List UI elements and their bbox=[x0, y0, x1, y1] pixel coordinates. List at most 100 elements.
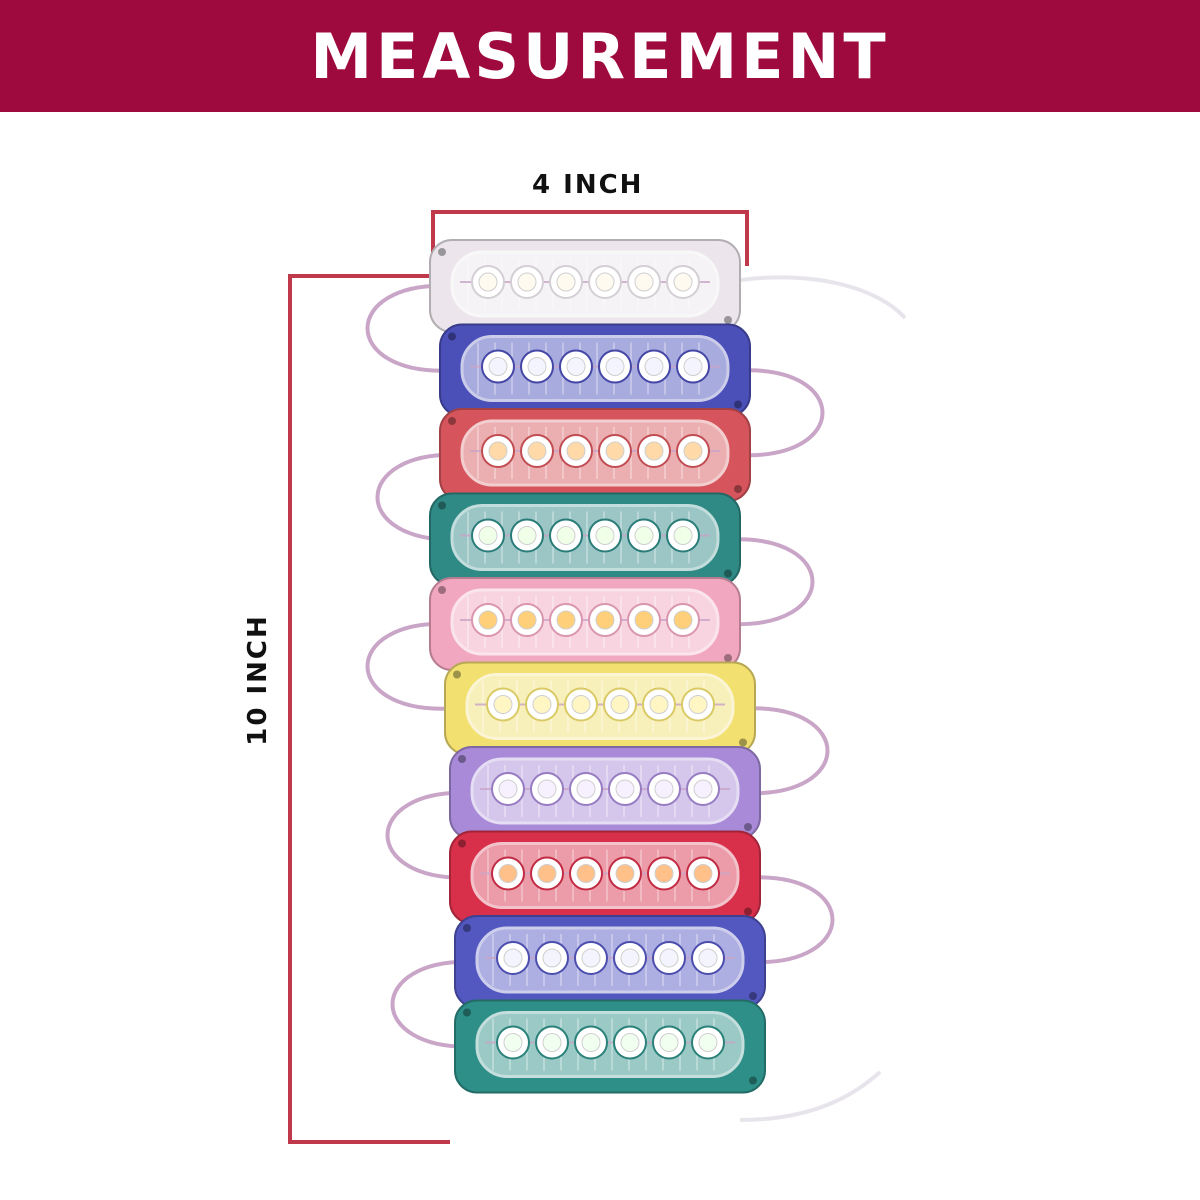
led-module bbox=[429, 577, 741, 671]
wire-loop bbox=[749, 875, 835, 965]
led-chip bbox=[659, 1033, 679, 1052]
led-chip bbox=[654, 779, 674, 799]
led-chip bbox=[493, 695, 513, 714]
led-module bbox=[454, 999, 766, 1094]
led-chip bbox=[644, 357, 664, 376]
led-chip bbox=[634, 526, 654, 545]
led-chip bbox=[488, 441, 508, 461]
led-module bbox=[449, 746, 761, 840]
led-module bbox=[429, 239, 741, 333]
width-dimension-bracket bbox=[431, 210, 749, 266]
wire-loop bbox=[390, 959, 476, 1049]
led-chip bbox=[576, 864, 596, 883]
led-chip bbox=[654, 864, 674, 883]
mounting-hole bbox=[734, 400, 742, 409]
mounting-hole bbox=[438, 248, 446, 256]
led-chip bbox=[517, 272, 537, 292]
mounting-hole bbox=[453, 670, 461, 679]
led-module bbox=[439, 323, 751, 418]
wire-loop bbox=[729, 537, 815, 627]
led-chip bbox=[634, 272, 654, 292]
mounting-hole bbox=[438, 501, 446, 510]
led-chip bbox=[542, 1033, 562, 1052]
led-module bbox=[439, 408, 751, 502]
mounting-hole bbox=[448, 417, 456, 425]
mounting-hole bbox=[458, 755, 466, 763]
led-chip bbox=[542, 948, 562, 968]
mounting-hole bbox=[734, 485, 742, 493]
led-chip bbox=[673, 272, 693, 292]
led-chip bbox=[615, 779, 635, 799]
led-chip bbox=[478, 610, 498, 630]
mounting-hole bbox=[724, 654, 732, 662]
led-module bbox=[454, 915, 766, 1009]
mounting-hole bbox=[739, 738, 747, 747]
led-chip bbox=[605, 441, 625, 461]
led-chip bbox=[673, 526, 693, 545]
led-chip bbox=[693, 779, 713, 799]
height-dimension-label: 10 INCH bbox=[243, 614, 273, 746]
mounting-hole bbox=[458, 839, 466, 848]
led-chip bbox=[683, 441, 703, 461]
led-module bbox=[444, 661, 756, 756]
led-chip bbox=[537, 779, 557, 799]
width-dimension-label: 4 INCH bbox=[532, 170, 644, 200]
led-chip bbox=[571, 695, 591, 714]
mounting-hole bbox=[724, 316, 732, 324]
dimension-lines bbox=[288, 210, 749, 1144]
mounting-hole bbox=[463, 924, 471, 932]
led-chip bbox=[595, 610, 615, 630]
led-chip bbox=[688, 695, 708, 714]
led-chip bbox=[595, 272, 615, 292]
wire-loop bbox=[744, 706, 830, 796]
led-chip bbox=[693, 864, 713, 883]
led-chip bbox=[537, 864, 557, 883]
led-chip bbox=[556, 526, 576, 545]
wire-loop bbox=[385, 790, 471, 880]
led-chip bbox=[683, 357, 703, 376]
led-chip bbox=[698, 948, 718, 968]
led-chip bbox=[532, 695, 552, 714]
led-chip bbox=[478, 526, 498, 545]
led-module bbox=[449, 830, 761, 925]
led-chip bbox=[517, 610, 537, 630]
mounting-hole bbox=[463, 1008, 471, 1017]
mounting-hole bbox=[724, 569, 732, 578]
led-chip bbox=[566, 441, 586, 461]
led-chip bbox=[556, 272, 576, 292]
led-chip bbox=[556, 610, 576, 630]
led-chip bbox=[605, 357, 625, 376]
mounting-hole bbox=[744, 823, 752, 831]
led-chip bbox=[581, 1033, 601, 1052]
mounting-hole bbox=[749, 1076, 757, 1085]
led-chip bbox=[649, 695, 669, 714]
led-chip bbox=[527, 441, 547, 461]
led-chip bbox=[517, 526, 537, 545]
wire-loop bbox=[365, 283, 451, 373]
header-banner: MEASUREMENT bbox=[0, 0, 1200, 112]
led-chip bbox=[620, 948, 640, 968]
wire-loop bbox=[739, 368, 825, 458]
mounting-hole bbox=[448, 332, 456, 341]
led-chip bbox=[644, 441, 664, 461]
led-chip bbox=[576, 779, 596, 799]
led-chip bbox=[595, 526, 615, 545]
page-title: MEASUREMENT bbox=[310, 19, 890, 93]
led-chip bbox=[615, 864, 635, 883]
led-module-strip bbox=[365, 239, 907, 1122]
led-chip bbox=[488, 357, 508, 376]
mounting-hole bbox=[749, 992, 757, 1000]
height-dimension-bracket bbox=[288, 274, 450, 1144]
led-chip bbox=[566, 357, 586, 376]
wire-loop bbox=[365, 621, 451, 711]
led-chip bbox=[659, 948, 679, 968]
led-chip bbox=[620, 1033, 640, 1052]
led-chip bbox=[673, 610, 693, 630]
wire-loop bbox=[375, 452, 461, 542]
led-chip bbox=[498, 779, 518, 799]
mounting-hole bbox=[438, 586, 446, 594]
led-chip bbox=[581, 948, 601, 968]
led-chip bbox=[610, 695, 630, 714]
led-chip bbox=[503, 948, 523, 968]
